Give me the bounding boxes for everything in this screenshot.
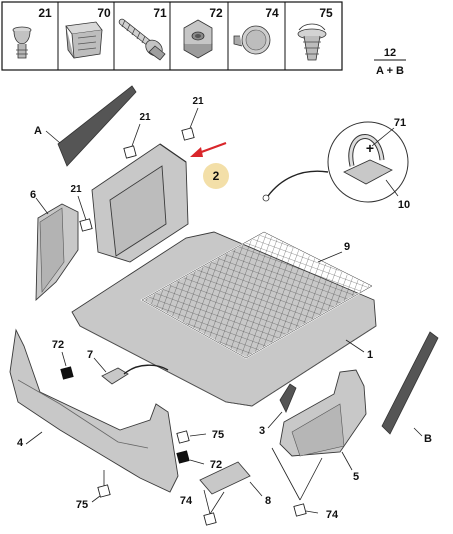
callout-71: 71	[394, 117, 406, 129]
part-2-inner	[109, 165, 167, 257]
callout-72-left: 72	[52, 339, 64, 351]
part-6-inner	[39, 207, 65, 293]
part-2-edge	[159, 143, 187, 163]
leader-75-right	[189, 433, 207, 437]
part-1-floor-edge	[79, 325, 377, 407]
marker-21-top	[181, 127, 195, 141]
leader-72-right	[189, 459, 205, 465]
callout-4: 4	[17, 437, 24, 449]
marker-72-right	[176, 450, 190, 464]
marker-75-bottom	[97, 484, 111, 498]
clip-nut-icon	[65, 21, 103, 59]
leader-9	[317, 251, 343, 263]
callout-75-right: 75	[212, 429, 224, 441]
marker-21-mid	[123, 145, 137, 159]
callout-9: 9	[344, 241, 350, 253]
part-7-block	[101, 367, 129, 385]
marker-74-right	[293, 503, 307, 517]
strip-label-74: 74	[265, 6, 279, 20]
callout-75-bottom: 75	[76, 499, 88, 511]
leader-21-mid	[131, 123, 141, 147]
callout-2: 2	[213, 169, 220, 183]
part-5-inner	[291, 403, 345, 457]
leader-74-right-a	[271, 447, 301, 501]
ratio-formula: A + B	[376, 65, 404, 77]
leader-75-bottom-label	[91, 495, 101, 503]
part-10-plate	[343, 159, 393, 185]
callout-8: 8	[265, 495, 271, 507]
marker-74-left	[203, 512, 217, 526]
callout-72-right: 72	[210, 459, 222, 471]
inset-connector	[267, 170, 329, 197]
strip-label-70: 70	[97, 6, 111, 20]
leader-21-top	[189, 107, 199, 129]
leader-4	[25, 431, 43, 445]
panel-b	[381, 331, 439, 435]
leader-21-left	[77, 195, 87, 221]
leader-74-left-b	[209, 491, 225, 515]
callout-7: 7	[87, 349, 93, 361]
strip-label-71: 71	[153, 6, 167, 20]
leader-6	[35, 197, 49, 215]
callout-74-right: 74	[326, 509, 339, 521]
part-8-plate	[199, 461, 251, 495]
callout-3: 3	[259, 425, 265, 437]
panel-a	[57, 85, 137, 167]
callout-1: 1	[367, 349, 373, 361]
leader-74-left-a	[203, 489, 211, 515]
callout-21-left: 21	[70, 184, 82, 195]
leader-74-right-b	[299, 457, 323, 501]
leader-b	[413, 427, 423, 437]
callout-5: 5	[353, 471, 359, 483]
leader-71	[371, 127, 395, 147]
red-arrow-head	[190, 147, 203, 157]
hex-nut-icon	[183, 19, 213, 59]
ratio-quantity: 12	[384, 47, 396, 59]
callout-21-mid: 21	[139, 112, 151, 123]
part-9-net-outline	[141, 231, 373, 359]
round-clip-icon	[233, 25, 271, 55]
leader-5	[341, 451, 353, 471]
callout-10: 10	[398, 199, 410, 211]
callout-a: A	[34, 125, 42, 137]
callout-plus: +	[366, 140, 374, 156]
strip-label-75: 75	[319, 6, 333, 20]
part-4-sill-trim	[9, 328, 179, 493]
part-10-ring	[349, 135, 384, 167]
bolt-icon	[118, 18, 166, 61]
callout-74-left: 74	[180, 495, 193, 507]
leader-a	[45, 130, 61, 144]
callout-b: B	[424, 433, 432, 445]
strip-label-72: 72	[209, 6, 223, 20]
leader-7	[93, 357, 107, 373]
marker-21-left	[79, 218, 93, 232]
leader-1	[345, 339, 365, 353]
leader-8	[249, 481, 263, 497]
ring-location	[262, 194, 270, 202]
part-7-connector	[123, 364, 169, 375]
marker-72-left	[60, 366, 74, 380]
push-rivet-icon	[12, 26, 32, 59]
leader-72-left	[61, 351, 67, 367]
strip-label-21: 21	[38, 6, 52, 20]
fastener-strip: 21 70 71 72 74 75	[1, 1, 343, 71]
fir-tree-clip-icon	[297, 23, 327, 61]
callout-21-top: 21	[192, 96, 204, 107]
highlight-marker	[203, 163, 229, 189]
leader-74-right-label	[305, 510, 319, 514]
marker-75-right	[176, 430, 190, 444]
leader-3	[267, 411, 283, 429]
part-3	[279, 383, 297, 413]
part-4-groove	[17, 379, 149, 449]
callout-6: 6	[30, 189, 36, 201]
leader-10	[385, 179, 399, 197]
fastener-strip-frame	[1, 1, 343, 71]
